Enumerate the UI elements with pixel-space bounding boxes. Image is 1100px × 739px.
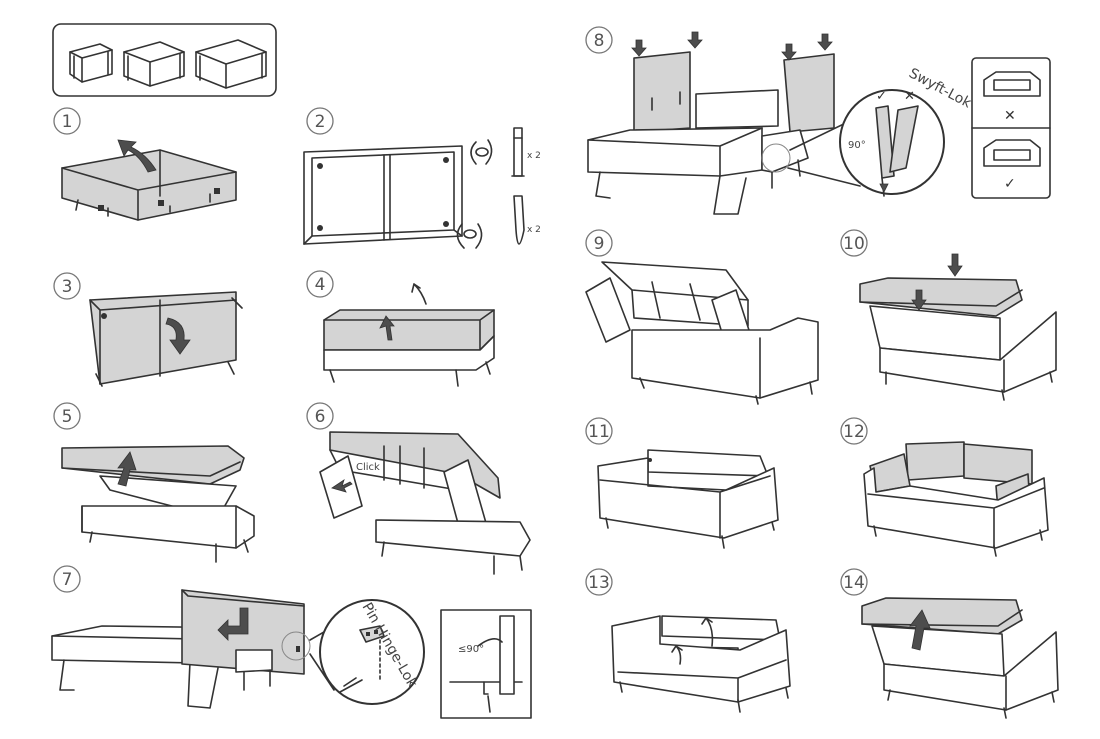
step-4-illustration: [323, 283, 495, 387]
step-number-9: 9: [585, 229, 613, 257]
step-number-1: 1: [53, 107, 81, 135]
cross-icon: ✕: [1004, 108, 1016, 124]
overview-sofa: [195, 39, 267, 89]
step-number-4: 4: [306, 270, 334, 298]
svg-text:2: 2: [315, 112, 326, 132]
svg-text:6: 6: [315, 407, 326, 427]
step-8-illustration: 90° ✓ ✕ Swyft-Lok™ ✕ ✓: [587, 31, 1051, 215]
step-number-3: 3: [53, 272, 81, 300]
press-down-arrow-icon: [781, 43, 797, 61]
step-number-13: 13: [585, 568, 613, 596]
step-number-7: 7: [53, 565, 81, 593]
svg-text:8: 8: [594, 31, 605, 51]
lift-arrow-icon: [379, 315, 395, 341]
step-number-6: 6: [306, 402, 334, 430]
lift-arrow-icon: [701, 617, 714, 647]
step-5-illustration: [61, 445, 255, 563]
step-7-illustration: Pin Hinge-Lok ≤90°: [51, 589, 532, 719]
step-number-12: 12: [840, 417, 868, 445]
step-3-illustration: [89, 291, 243, 387]
rotate-down-arrow-icon: [165, 317, 191, 355]
step-6-illustration: Click: [319, 431, 531, 575]
step-number-14: 14: [840, 568, 868, 596]
svg-text:x 2: x 2: [527, 225, 541, 235]
lift-arrow-icon: [117, 451, 137, 487]
cross-icon: ✕: [904, 89, 915, 104]
step-1-illustration: [61, 139, 237, 221]
step-number-5: 5: [53, 402, 81, 430]
svg-text:1: 1: [62, 112, 73, 132]
svg-text:Click: Click: [356, 462, 380, 473]
svg-text:4: 4: [315, 275, 326, 295]
svg-text:10: 10: [843, 234, 865, 254]
overview-loveseat: [123, 41, 185, 87]
click-arrow-icon: [331, 479, 353, 493]
svg-text:12: 12: [843, 422, 865, 442]
svg-text:90°: 90°: [848, 140, 866, 151]
overview-box: [52, 23, 277, 97]
step-2-illustration: x 2 x 2: [303, 127, 541, 249]
pin-hinge-detail: [319, 599, 425, 705]
svg-text:≤90°: ≤90°: [458, 644, 484, 655]
check-icon: ✓: [1004, 176, 1016, 192]
step-11-illustration: [597, 449, 779, 549]
svg-text:3: 3: [62, 277, 73, 297]
overview-chair: [69, 43, 113, 83]
press-down-arrow-icon: [817, 33, 833, 51]
check-icon: ✓: [876, 89, 887, 104]
svg-text:9: 9: [594, 234, 605, 254]
press-down-arrow-icon: [687, 31, 703, 49]
step-number-11: 11: [585, 417, 613, 445]
move-arrow-icon: [217, 607, 249, 641]
press-down-arrow-icon: [631, 39, 647, 57]
rotate-arrow-icon: [470, 139, 493, 165]
angle-detail-box: ≤90°: [440, 609, 532, 719]
step-10-illustration: [859, 253, 1057, 401]
swyft-lok-detail: 90° ✓ ✕: [839, 89, 945, 197]
step-number-2: 2: [306, 107, 334, 135]
svg-text:13: 13: [588, 573, 610, 593]
step-9-illustration: [585, 261, 819, 405]
lock-diagram-box: ✕ ✓: [971, 57, 1051, 199]
step-number-8: 8: [585, 26, 613, 54]
step-12-illustration: [863, 441, 1049, 557]
lift-arrow-icon: [671, 645, 683, 665]
step-number-10: 10: [840, 229, 868, 257]
svg-text:11: 11: [588, 422, 610, 442]
lift-arrow-icon: [117, 139, 157, 173]
press-down-arrow-icon: [947, 253, 963, 277]
svg-text:x 2: x 2: [527, 151, 541, 161]
svg-text:5: 5: [62, 407, 73, 427]
press-down-arrow-icon: [911, 289, 927, 311]
lift-arrow-icon: [909, 609, 931, 651]
svg-text:14: 14: [843, 573, 865, 593]
svg-text:7: 7: [62, 570, 73, 590]
step-13-illustration: [611, 615, 791, 713]
step-14-illustration: [861, 597, 1059, 719]
